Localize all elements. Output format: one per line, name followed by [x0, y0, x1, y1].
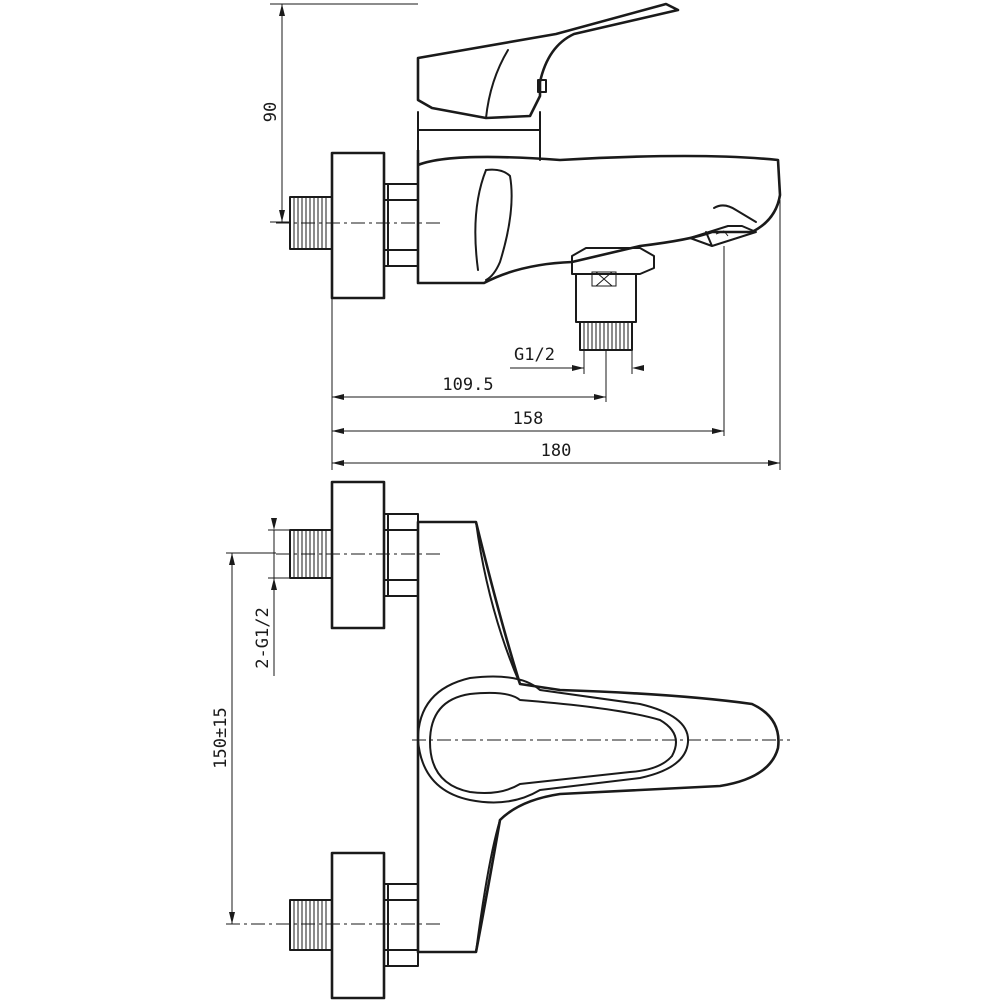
- side-aerator: [689, 204, 757, 247]
- side-cartridge-neck: [417, 111, 541, 161]
- side-diverter-outlet: [571, 247, 655, 351]
- dim-centers-150: 150±15: [211, 552, 276, 924]
- side-hex-nut: [383, 183, 419, 267]
- dim-label-150: 150±15: [211, 707, 231, 768]
- dim-label-109-5: 109.5: [442, 375, 493, 395]
- dim-label-g12: G1/2: [514, 345, 555, 365]
- side-mixer-body: [416, 150, 782, 285]
- side-body-contour: [485, 168, 513, 281]
- dim-label-180: 180: [541, 441, 572, 461]
- top-plan-view: 2-G1/2 150±15: [211, 480, 790, 1000]
- dim-length-180: 180: [332, 441, 780, 466]
- plan-lower-inlet: [226, 851, 440, 1000]
- plan-lever-loop: [417, 675, 690, 804]
- dim-label-2g12: 2-G1/2: [253, 607, 273, 668]
- dim-label-158: 158: [513, 409, 544, 429]
- dim-thread-2g12: 2-G1/2: [253, 518, 290, 676]
- side-wall-flange: [330, 151, 386, 300]
- dim-thread-g12: G1/2: [510, 345, 644, 374]
- plan-upper-inlet: [276, 480, 440, 630]
- dim-length-158: 158: [332, 409, 724, 434]
- side-elevation-view: 90 G1/2 109.5 158: [261, 2, 782, 470]
- plan-body-outline: [416, 520, 780, 954]
- dim-label-90: 90: [261, 102, 281, 122]
- side-lever-handle: [416, 2, 680, 120]
- dim-length-109-5: 109.5: [332, 375, 606, 400]
- dim-height-90: 90: [261, 3, 418, 223]
